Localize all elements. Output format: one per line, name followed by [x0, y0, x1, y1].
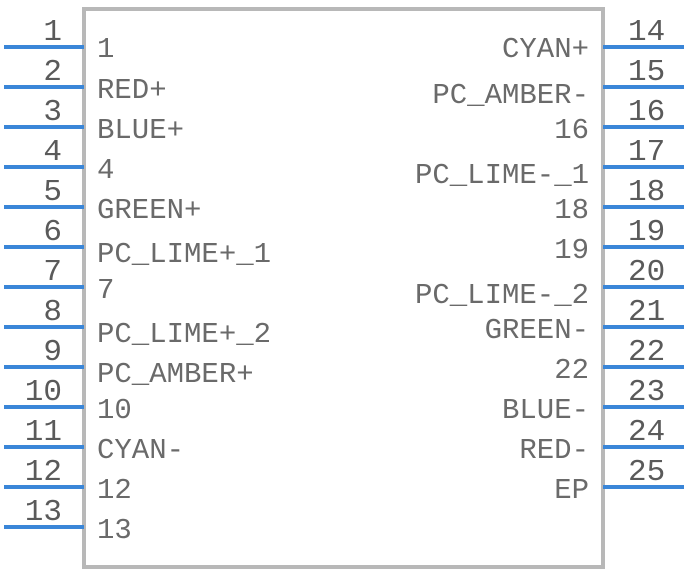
pin-number: 23 [628, 375, 665, 410]
pin-label: CYAN+ [502, 33, 589, 66]
left-pin: 77 [4, 255, 114, 307]
pin-label: PC_LIME-_1 [415, 159, 589, 192]
pin-number: 18 [628, 175, 665, 210]
pin-label: PC_LIME-_2 [415, 279, 589, 312]
pin-label: 22 [554, 354, 589, 387]
pin-label: RED+ [97, 74, 167, 107]
pin-label: 13 [97, 514, 132, 547]
pin-number: 12 [25, 455, 62, 490]
component-body [82, 7, 605, 569]
pin-number: 3 [43, 95, 62, 130]
left-pin: 8PC_LIME+_2 [4, 295, 271, 351]
pin-number: 20 [628, 255, 665, 290]
pin-number: 25 [628, 455, 665, 490]
pin-label: 7 [97, 274, 114, 307]
pin-label: PC_AMBER- [432, 79, 589, 112]
left-pin: 13 13 [4, 495, 132, 547]
pin-label: PC_LIME+_1 [97, 238, 271, 271]
pin-label: BLUE- [502, 394, 589, 427]
right-pin: 22 22 [554, 335, 684, 387]
pin-label: 19 [554, 234, 589, 267]
pin-number: 19 [628, 215, 665, 250]
pin-label: 1 [97, 33, 114, 66]
pin-number: 8 [43, 295, 62, 330]
left-pin: 10 10 [4, 375, 132, 427]
pin-number: 1 [43, 15, 62, 50]
pin-label: 18 [554, 194, 589, 227]
pin-label: GREEN+ [97, 194, 201, 227]
pin-number: 4 [43, 135, 62, 170]
pin-label: 12 [97, 474, 132, 507]
pin-number: 14 [628, 15, 665, 50]
pin-label: 10 [97, 394, 132, 427]
pin-number: 7 [43, 255, 62, 290]
pin-number: 15 [628, 55, 665, 90]
pin-label: EP [554, 474, 589, 507]
pin-number: 2 [43, 55, 62, 90]
pin-label: 4 [97, 154, 114, 187]
pin-number: 13 [25, 495, 62, 530]
pin-number: 5 [43, 175, 62, 210]
pin-number: 6 [43, 215, 62, 250]
pin-number: 17 [628, 135, 665, 170]
left-pin: 44 [4, 135, 114, 187]
pin-label: BLUE+ [97, 114, 184, 147]
left-pin: 9PC_AMBER+ [4, 335, 254, 391]
pin-number: 22 [628, 335, 665, 370]
pin-number: 21 [628, 295, 665, 330]
left-pin: 12 12 [4, 455, 132, 507]
pin-number: 9 [43, 335, 62, 370]
pin-label: 16 [554, 114, 589, 147]
pin-label: CYAN- [97, 434, 184, 467]
pin-number: 24 [628, 415, 665, 450]
pin-label: PC_LIME+_2 [97, 318, 271, 351]
left-pin: 6PC_LIME+_1 [4, 215, 271, 271]
pin-label: RED- [519, 434, 589, 467]
pin-number: 16 [628, 95, 665, 130]
pin-number: 10 [25, 375, 62, 410]
pin-number: 11 [25, 415, 62, 450]
pin-label: PC_AMBER+ [97, 358, 254, 391]
pin-label: GREEN- [485, 314, 589, 347]
